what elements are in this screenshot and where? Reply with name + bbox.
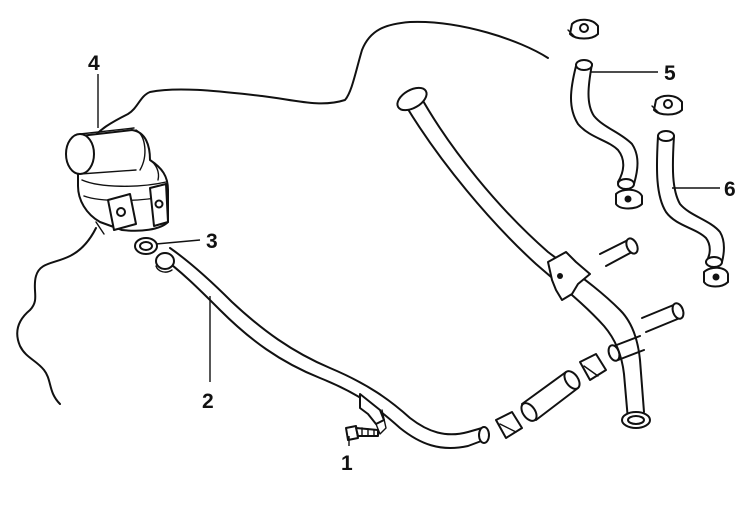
lower-coolant-pipe — [155, 247, 490, 449]
callout-3: 3 — [206, 230, 218, 253]
callout-4: 4 — [88, 52, 100, 75]
engine-block-outline — [16, 20, 549, 405]
thermostat-housing — [65, 127, 169, 235]
callout-2: 2 — [202, 390, 214, 413]
mounting-bolt — [345, 425, 379, 441]
o-ring-seal — [134, 237, 158, 255]
connecting-hose — [495, 353, 607, 439]
callout-6: 6 — [724, 178, 736, 201]
main-coolant-tube — [396, 86, 685, 429]
small-hose-lower — [651, 94, 729, 288]
small-hose-upper — [567, 18, 643, 210]
callout-1: 1 — [341, 452, 353, 475]
callout-5: 5 — [664, 62, 676, 85]
callout-leaders — [97, 71, 720, 446]
